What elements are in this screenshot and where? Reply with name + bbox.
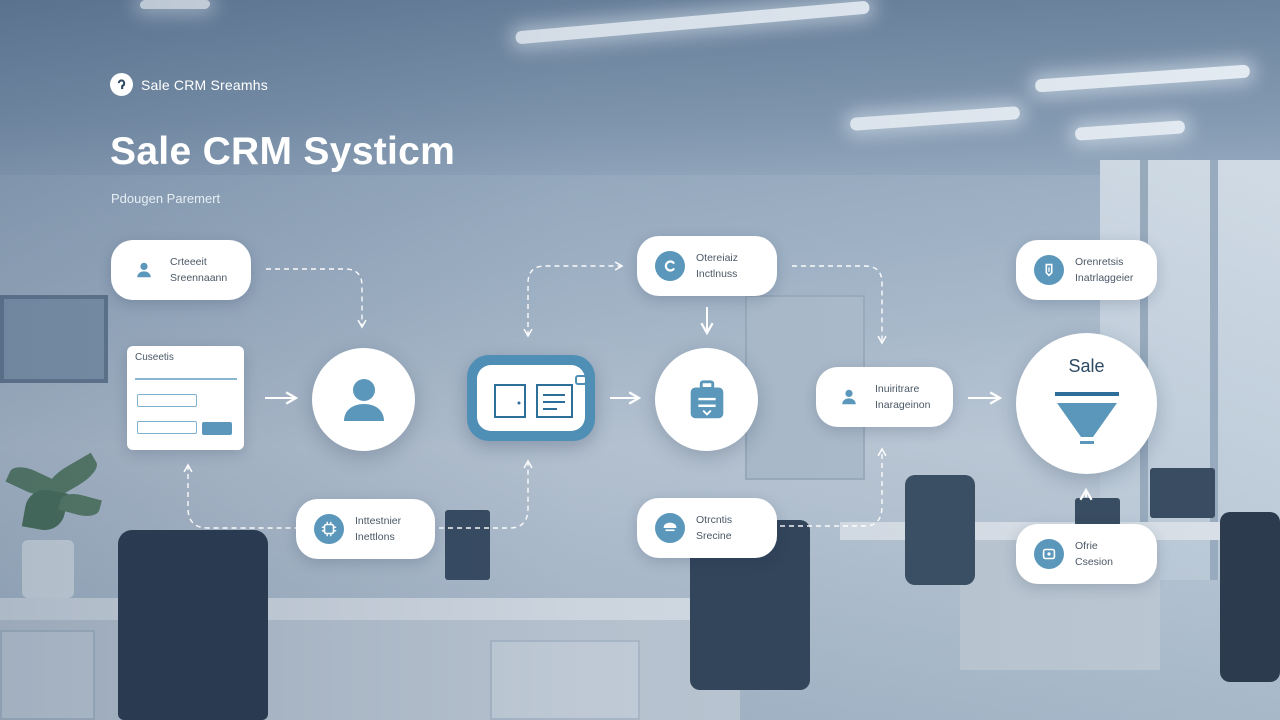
customer-info-node[interactable]: Crteeeit Sreennaann bbox=[111, 240, 251, 300]
orders-node[interactable]: Otereiaiz Inctlnuss bbox=[637, 236, 777, 296]
opportunities-line1: Orenretsis bbox=[1075, 256, 1124, 269]
wall-board bbox=[0, 295, 108, 383]
sale-funnel-label: Sale bbox=[1068, 356, 1105, 376]
pen-icon bbox=[1034, 255, 1064, 285]
orders-line2: Inctlnuss bbox=[696, 267, 738, 280]
orders-status-node[interactable]: Otrcntis Srecine bbox=[637, 498, 777, 558]
office-chair bbox=[118, 530, 268, 720]
management-line2: Inarageinon bbox=[875, 398, 931, 411]
customer-info-line1: Crteeeit bbox=[170, 256, 207, 269]
dashboard-icon bbox=[477, 365, 587, 431]
plant-pot bbox=[22, 540, 74, 598]
c-icon bbox=[655, 251, 685, 281]
form-field bbox=[137, 394, 197, 407]
office-session-node[interactable]: Ofrie Csesion bbox=[1016, 524, 1157, 584]
office-chair bbox=[1220, 512, 1280, 682]
cabinet bbox=[0, 630, 95, 720]
customer-info-line2: Sreennaann bbox=[170, 271, 228, 284]
chip-icon bbox=[314, 514, 344, 544]
orders-status-line2: Srecine bbox=[696, 529, 732, 542]
orders-line1: Otereiaiz bbox=[696, 252, 739, 265]
insights-line2: Inettlons bbox=[355, 530, 395, 543]
briefcase-icon bbox=[690, 379, 723, 418]
customer-form-title: Cuseetis bbox=[135, 352, 174, 363]
insights-node[interactable]: Inttestnier Inettlons bbox=[296, 499, 435, 559]
monitor bbox=[1075, 498, 1120, 526]
sale-funnel-node[interactable]: Sale bbox=[1016, 333, 1157, 474]
user-icon bbox=[129, 255, 159, 285]
contact-node[interactable] bbox=[312, 348, 415, 451]
tablet-icon bbox=[1034, 539, 1064, 569]
brand-name: Sale CRM Sreamhs bbox=[141, 76, 268, 93]
divider bbox=[135, 378, 237, 380]
deals-node[interactable] bbox=[655, 348, 758, 451]
office-line1: Ofrie bbox=[1075, 540, 1098, 553]
form-field bbox=[137, 421, 197, 434]
opportunities-line2: Inatrlaggeier bbox=[1075, 271, 1134, 284]
dashboard-node[interactable] bbox=[467, 355, 595, 441]
user-icon bbox=[343, 378, 384, 421]
monitor bbox=[1150, 468, 1215, 518]
management-line1: Inuiritrare bbox=[875, 383, 920, 396]
form-submit-button bbox=[202, 422, 232, 435]
orders-status-line1: Otrcntis bbox=[696, 514, 733, 527]
opportunities-node[interactable]: Orenretsis Inatrlaggeier bbox=[1016, 240, 1157, 300]
brand-logo-icon bbox=[110, 73, 133, 96]
insights-line1: Inttestnier bbox=[355, 515, 402, 528]
office-chair bbox=[905, 475, 975, 585]
user-icon bbox=[834, 382, 864, 412]
page-subtitle: Pdougen Paremert bbox=[111, 191, 221, 206]
cabinet bbox=[490, 640, 640, 720]
office-line2: Csesion bbox=[1075, 555, 1113, 568]
funnel-icon bbox=[1054, 391, 1119, 444]
brand: Sale CRM Sreamhs bbox=[110, 73, 268, 96]
page-title: Sale CRM Systicm bbox=[110, 130, 456, 173]
customer-form-node[interactable]: Cuseetis bbox=[127, 346, 244, 450]
management-node[interactable]: Inuiritrare Inarageinon bbox=[816, 367, 953, 427]
chat-icon bbox=[655, 513, 685, 543]
